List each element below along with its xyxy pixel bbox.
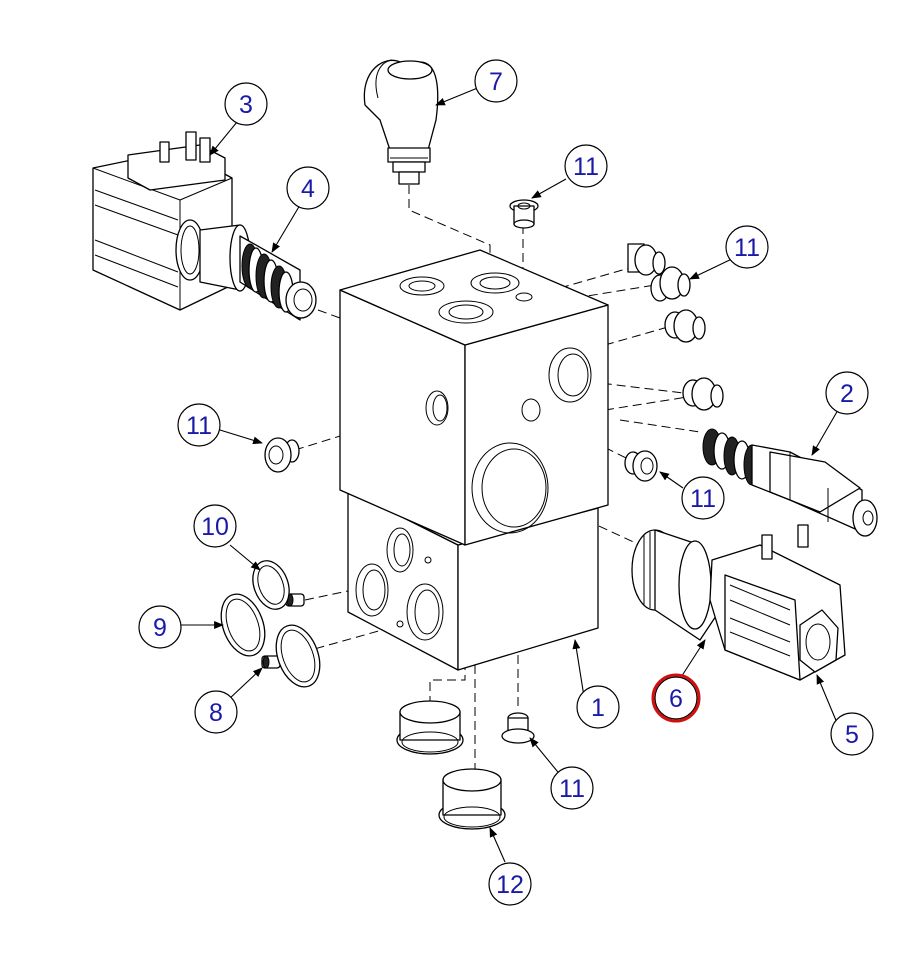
plug-part-12-upper xyxy=(396,700,464,755)
callout-label: 5 xyxy=(845,721,859,749)
callout-1: 1 xyxy=(576,685,620,729)
callout-7: 7 xyxy=(474,59,518,103)
plug-part-11-right-4 xyxy=(682,377,724,411)
cartridge-valve-part-2 xyxy=(702,428,878,537)
callout-label: 1 xyxy=(591,694,605,722)
callout-3: 3 xyxy=(224,82,268,126)
callout-label: 10 xyxy=(201,513,229,541)
plug-part-11-right-1 xyxy=(627,243,666,276)
callout-11-bottom: 11 xyxy=(550,766,594,810)
callout-label: 11 xyxy=(559,775,585,803)
o-ring-part-9-right xyxy=(275,624,321,688)
callout-5: 5 xyxy=(830,712,874,756)
connector-plug-part-7 xyxy=(363,59,439,185)
plug-part-11-center xyxy=(624,450,658,482)
callout-2: 2 xyxy=(825,371,869,415)
callout-label: 8 xyxy=(209,699,223,727)
callout-label: 11 xyxy=(186,412,212,440)
plug-part-11-left xyxy=(264,437,300,473)
highlight-ring xyxy=(651,673,701,723)
manifold-block-upper xyxy=(339,249,609,546)
plug-part-11-bottom xyxy=(501,712,535,744)
callout-label: 11 xyxy=(690,485,716,513)
callout-label: 7 xyxy=(489,68,503,96)
callout-label: 11 xyxy=(734,234,760,262)
callout-11-top: 11 xyxy=(564,144,608,188)
callout-8: 8 xyxy=(194,690,238,734)
solenoid-coil-part-5 xyxy=(709,524,846,681)
plug-part-12-lower xyxy=(438,768,506,830)
callout-10: 10 xyxy=(193,504,237,548)
callout-label: 12 xyxy=(496,871,524,899)
callout-6-highlighted: 6 xyxy=(651,673,701,723)
callout-label: 11 xyxy=(573,153,599,181)
callout-11-center: 11 xyxy=(681,476,725,520)
callout-label: 4 xyxy=(301,175,315,203)
callout-label: 3 xyxy=(239,91,253,119)
callout-label: 2 xyxy=(840,380,854,408)
callout-label: 9 xyxy=(153,614,167,642)
callout-11-right: 11 xyxy=(725,225,769,269)
o-ring-part-10 xyxy=(252,560,290,610)
callout-label: 6 xyxy=(669,685,683,713)
plug-part-11-right-3 xyxy=(664,309,706,343)
callout-11-left: 11 xyxy=(177,403,221,447)
callout-12: 12 xyxy=(488,862,532,906)
callout-4: 4 xyxy=(286,166,330,210)
plug-part-11-right-2 xyxy=(650,266,691,302)
o-ring-part-9-left xyxy=(220,593,266,657)
solenoid-coil-part-3 xyxy=(92,131,233,311)
cartridge-valve-part-4 xyxy=(199,224,317,321)
plug-part-11-top xyxy=(509,199,539,229)
cartridge-valve-part-6 xyxy=(631,529,721,641)
callout-9: 9 xyxy=(138,605,182,649)
